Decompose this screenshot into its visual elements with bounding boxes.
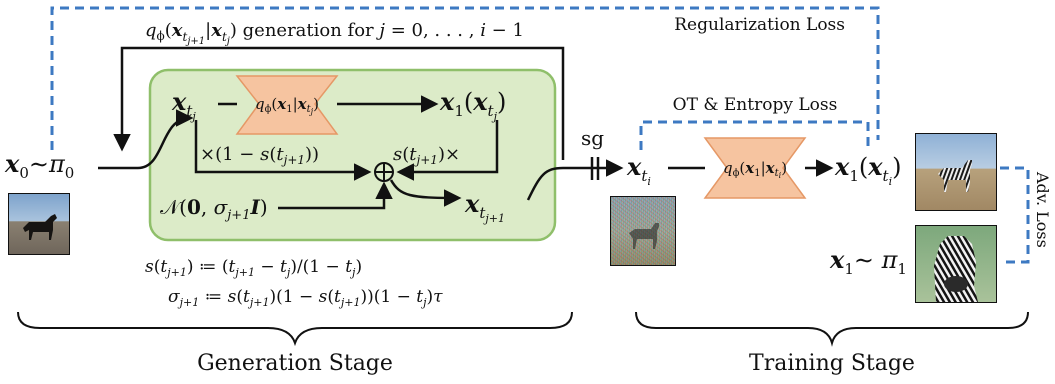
svg-text:σj+1 ≔ s(tj+1)(1 − s(tj+1))(1: σj+1 ≔ s(tj+1)(1 − s(tj+1))(1 − tj)τ xyxy=(168,287,443,309)
generated-zebra-photo xyxy=(915,133,997,211)
x1-pi1-label: x1∼ π1 xyxy=(829,245,907,278)
svg-text:𝒩(0, σj+1I): 𝒩(0, σj+1I) xyxy=(160,195,268,223)
zebra-silhouette-icon xyxy=(938,160,972,192)
x1-to-oplus-arrow xyxy=(396,120,499,181)
sigma-definition: σj+1 ≔ s(tj+1)(1 − s(tj+1))(1 − tj)τ xyxy=(168,287,443,309)
training-stage-brace xyxy=(635,311,1029,347)
xtj1-node: xtj+1 xyxy=(464,189,505,225)
adv-loss-connector xyxy=(1000,166,1030,264)
x1-of-xtj-node: x1(xtj) xyxy=(439,87,506,123)
horse-silhouette-icon xyxy=(23,214,57,240)
top-generation-label: qϕ(xtj+1|xtj) generation for j = 0, . . … xyxy=(145,20,524,47)
noise-to-oplus-arrow xyxy=(278,181,393,210)
svg-text:x1(xtj): x1(xtj) xyxy=(439,87,506,123)
svg-text:xti: xti xyxy=(626,152,651,188)
x0-pi0-label: x0∼π0 xyxy=(4,149,74,182)
svg-text:qϕ(xtj+1|xtj) generation for: qϕ(xtj+1|xtj) generation for j = 0, . . … xyxy=(145,20,524,47)
generator-block: qϕ(x1|xtj) xyxy=(235,75,339,135)
oplus-node xyxy=(374,162,394,182)
regularization-loss-connector xyxy=(50,6,880,150)
xti-node: xti xyxy=(626,152,651,188)
svg-text:x1(xti): x1(xti) xyxy=(834,152,901,188)
oplus-to-xtj1-arrow xyxy=(389,179,462,207)
horse-photo xyxy=(8,193,70,255)
noisy-zebra-silhouette-icon xyxy=(629,223,659,249)
xtj-to-oplus-arrow xyxy=(194,120,372,181)
generation-stage-label: Generation Stage xyxy=(197,351,393,376)
svg-text:s(tj+1) ≔ (tj+1 − tj)/(1 − tj): s(tj+1) ≔ (tj+1 − tj)/(1 − tj) xyxy=(145,257,362,279)
x1-of-xti-node: x1(xti) xyxy=(834,152,901,188)
sg-label: sg xyxy=(581,126,604,150)
regularization-loss-label: Regularization Loss xyxy=(674,15,845,35)
svg-text:x0∼π0: x0∼π0 xyxy=(4,149,74,182)
svg-text:xtj+1: xtj+1 xyxy=(464,189,505,225)
svg-text:qϕ(x1|xti): qϕ(x1|xti) xyxy=(723,159,787,180)
svg-text:xtj: xtj xyxy=(171,87,196,123)
generation-loop-arrow xyxy=(113,46,565,160)
s-definition: s(tj+1) ≔ (tj+1 − tj)/(1 − tj) xyxy=(145,257,362,279)
ot-entropy-loss-label: OT & Entropy Loss xyxy=(673,95,838,115)
training-generator-block: qϕ(x1|xti) xyxy=(703,137,807,199)
real-zebra-photo xyxy=(915,225,997,303)
one-minus-s-label: ×(1 − s(tj+1)) xyxy=(200,144,319,167)
s-times-label: s(tj+1)× xyxy=(393,144,460,167)
zebra-head-icon xyxy=(934,236,978,302)
ot-entropy-loss-connector xyxy=(639,120,870,150)
noise-label: 𝒩(0, σj+1I) xyxy=(160,195,268,223)
svg-text:x1∼ π1: x1∼ π1 xyxy=(829,245,907,278)
svg-text:s(tj+1)×: s(tj+1)× xyxy=(393,144,460,167)
svg-text:×(1 − s(tj+1)): ×(1 − s(tj+1)) xyxy=(200,144,319,167)
noisy-zebra-photo xyxy=(610,196,676,266)
generation-to-training-arrow xyxy=(526,159,624,201)
adv-loss-label: Adv. Loss xyxy=(1033,171,1052,248)
x0-to-generation-arrow xyxy=(98,109,194,170)
training-stage-label: Training Stage xyxy=(749,351,915,376)
svg-text:qϕ(x1|xtj): qϕ(x1|xtj) xyxy=(255,95,319,116)
generation-stage-brace xyxy=(17,311,573,347)
xtj-node: xtj xyxy=(171,87,196,123)
